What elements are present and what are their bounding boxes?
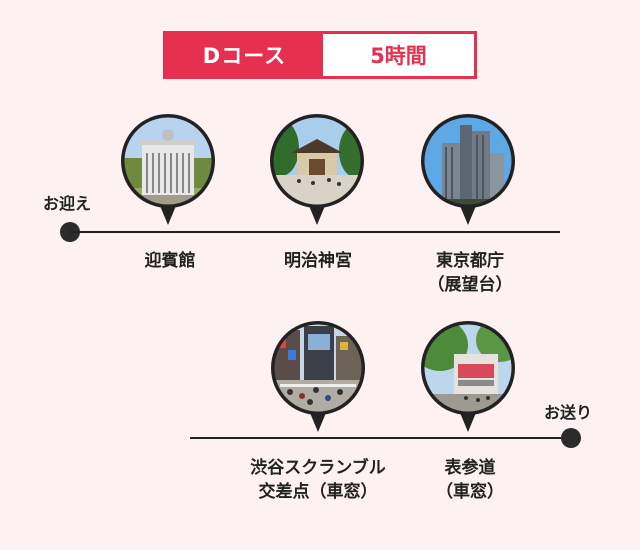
stop-label-meiji-jingu: 明治神宮 — [284, 249, 352, 273]
course-badge: Dコース 5時間 — [163, 31, 477, 79]
dropoff-label: お送り — [544, 403, 593, 422]
stop-label-line: 迎賓館 — [144, 251, 196, 271]
route-line-1 — [70, 231, 560, 233]
crossing-photo-icon — [271, 321, 365, 432]
route-end-dot — [561, 428, 581, 448]
stop-label-line: 渋谷スクランブル — [250, 458, 386, 478]
shibuya-crossing-pin — [270, 320, 366, 438]
stop-label-line: 明治神宮 — [284, 251, 352, 271]
route-line-2 — [190, 437, 570, 439]
government-building-photo-icon — [421, 114, 515, 225]
stop-label-omotesando: 表参道 （車窓） — [436, 456, 504, 504]
meiji-jingu-pin — [269, 113, 365, 231]
palace-gate-photo-icon — [121, 114, 215, 225]
stop-label-shibuya: 渋谷スクランブル 交差点（車窓） — [250, 456, 386, 504]
shrine-photo-icon — [270, 114, 364, 225]
stop-label-tocho: 東京都庁 （展望台） — [428, 249, 513, 297]
stop-label-line: 表参道 — [444, 458, 496, 478]
stop-label-line: （車窓） — [436, 482, 504, 502]
stop-label-akasaka-palace: 迎賓館 — [145, 249, 196, 273]
course-duration: 5時間 — [370, 44, 427, 68]
stop-label-line: 東京都庁 — [436, 251, 504, 271]
omotesando-pin — [420, 320, 516, 438]
stop-label-line: 交差点（車窓） — [258, 482, 378, 502]
course-name: Dコース — [166, 34, 323, 76]
tokyo-metropolitan-government-pin — [420, 113, 516, 231]
street-photo-icon — [421, 321, 515, 432]
stop-label-line: （展望台） — [427, 275, 513, 295]
pickup-label: お迎え — [43, 194, 92, 213]
akasaka-palace-pin — [120, 113, 216, 231]
